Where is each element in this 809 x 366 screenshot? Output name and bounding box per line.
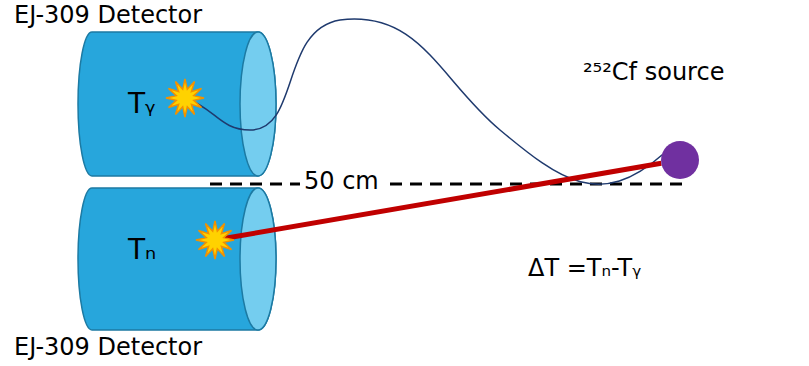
detector-cylinder (78, 32, 276, 176)
gamma-path (185, 19, 663, 184)
distance-label: 50 cm (300, 168, 383, 196)
time-label: Tₙ (128, 234, 156, 266)
component-label: ²⁵²Cf source (583, 59, 724, 87)
neutron-path (215, 163, 661, 240)
detector-cylinder (78, 188, 276, 330)
detector-node: TₙEJ-309 Detector (10, 186, 290, 366)
interaction-star (165, 78, 205, 118)
source-circle (660, 140, 700, 180)
equation-label: ΔT =Tₙ-Tᵧ (528, 255, 641, 283)
source-node: ²⁵²Cf source (575, 55, 800, 205)
component-label: EJ-309 Detector (14, 334, 202, 362)
time-label: Tᵧ (128, 88, 156, 120)
detector-node: EJ-309 DetectorTᵧ (10, 0, 290, 180)
component-label: EJ-309 Detector (14, 2, 202, 30)
interaction-star (195, 220, 235, 260)
distance-line (210, 183, 690, 186)
